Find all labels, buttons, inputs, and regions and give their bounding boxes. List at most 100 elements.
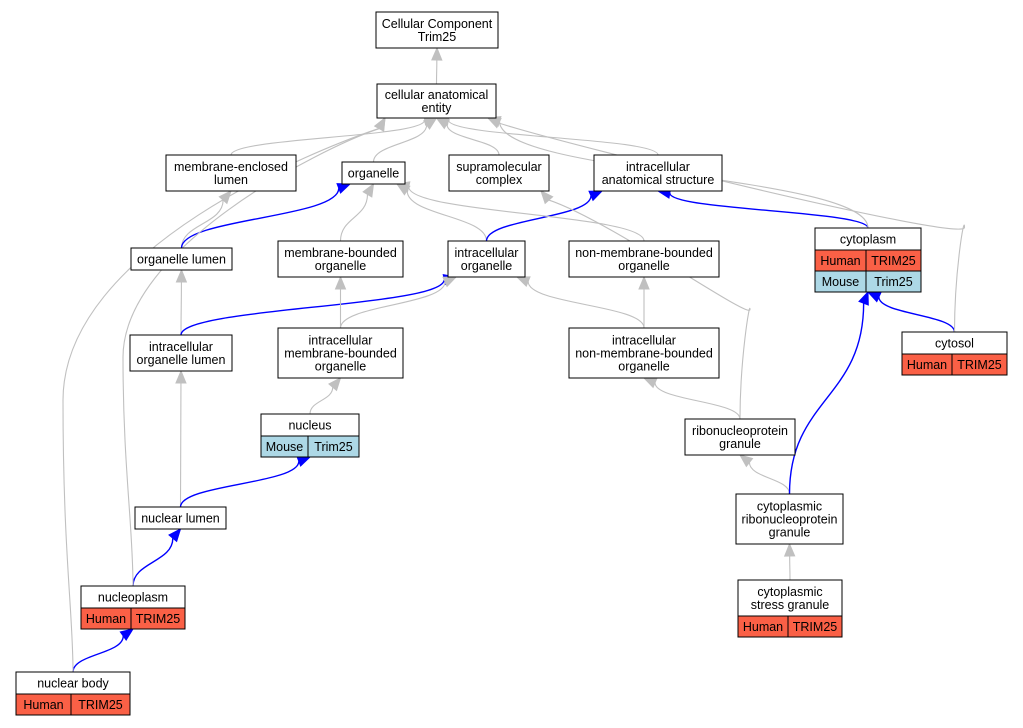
node-label-line: entity xyxy=(422,101,453,115)
species-label: Human xyxy=(86,612,126,626)
edge-mbo-to-org xyxy=(339,194,369,242)
species-label: Human xyxy=(907,358,947,372)
edge-arrowhead xyxy=(642,377,658,389)
node-label-line: organelle xyxy=(461,259,512,273)
edge-arrowhead xyxy=(515,276,531,287)
node-label-line: nucleus xyxy=(288,419,331,433)
gene-label: TRIM25 xyxy=(871,254,916,268)
edge-arrowhead xyxy=(858,290,869,306)
node-org[interactable]: organelle xyxy=(341,161,406,185)
node-label-line: organelle xyxy=(348,167,399,181)
node-label-line: cytoplasm xyxy=(840,233,896,247)
edge-rnp-to-smc xyxy=(548,199,751,420)
node-label-line: nuclear lumen xyxy=(141,512,220,526)
node-box xyxy=(684,418,796,456)
edge-cytosol-to-cae xyxy=(498,122,966,333)
node-label-line: intracellular xyxy=(149,340,213,354)
edge-arrowhead xyxy=(738,454,754,468)
node-label-line: anatomical structure xyxy=(602,173,715,187)
node-box xyxy=(375,11,499,49)
node-label-line: intracellular xyxy=(626,160,690,174)
node-label-line: complex xyxy=(476,173,523,187)
edge-arrowhead xyxy=(783,542,796,557)
node-box xyxy=(129,334,233,372)
edge-arrowhead xyxy=(334,275,347,290)
edge-io-to-org xyxy=(406,190,488,242)
node-label-line: supramolecular xyxy=(456,160,541,174)
gene-label: TRIM25 xyxy=(793,620,838,634)
node-label-line: nuclear body xyxy=(37,677,109,691)
gene-cell xyxy=(951,353,1008,376)
node-label-line: organelle lumen xyxy=(137,353,226,367)
species-label: Human xyxy=(820,254,860,268)
node-box xyxy=(130,247,233,271)
edge-ol-to-mel xyxy=(180,200,224,249)
node-label-line: membrane-enclosed xyxy=(174,160,288,174)
edge-arrowhead xyxy=(175,369,187,384)
gene-label: TRIM25 xyxy=(78,698,123,712)
node-box xyxy=(376,83,497,119)
edge-arrowhead xyxy=(638,275,650,290)
edge-arrowhead xyxy=(373,116,386,132)
node-label-line: granule xyxy=(719,437,761,451)
node-label-line: organelle xyxy=(315,360,366,374)
gene-cell xyxy=(307,435,360,458)
node-label-line: lumen xyxy=(214,173,248,187)
node-label-line: cytoplasmic xyxy=(757,500,822,514)
node-inmbo[interactable]: intracellularnon-membrane-boundedorganel… xyxy=(568,327,720,379)
node-label-line: organelle xyxy=(315,259,366,273)
node-label-line: ribonucleoprotein xyxy=(692,424,788,438)
edge-iol-to-io xyxy=(180,279,445,336)
node-box xyxy=(277,327,404,379)
edge-smc-to-cae xyxy=(446,123,500,156)
edge-io-to-ias xyxy=(485,195,592,242)
node-box xyxy=(568,327,720,379)
species-label: Human xyxy=(23,698,63,712)
edge-arrowhead xyxy=(119,628,135,641)
node-box xyxy=(134,506,227,530)
edge-cyto-to-ias xyxy=(669,192,869,229)
node-label-line: cytosol xyxy=(935,337,974,351)
node-box xyxy=(568,240,720,278)
edge-np-to-nl xyxy=(132,538,174,587)
node-label-line: nucleoplasm xyxy=(98,591,168,605)
node-label-line: organelle lumen xyxy=(137,253,226,267)
edge-arrowhead xyxy=(422,117,438,130)
node-label-line: organelle xyxy=(618,360,669,374)
node-box xyxy=(341,161,406,185)
node-nl[interactable]: nuclear lumen xyxy=(134,506,227,530)
node-ol[interactable]: organelle lumen xyxy=(130,247,233,271)
species-label: Mouse xyxy=(822,275,860,289)
edge-arrowhead xyxy=(328,377,342,392)
node-label-line: cellular anatomical xyxy=(385,88,489,102)
edge-imbo-to-io xyxy=(339,281,446,329)
node-label-line: intracellular xyxy=(309,334,373,348)
node-label-line: stress granule xyxy=(751,598,830,612)
edge-nuc-to-imbo xyxy=(309,387,334,415)
node-label-line: non-membrane-bounded xyxy=(575,246,713,260)
gene-label: TRIM25 xyxy=(957,358,1002,372)
edge-np-to-cae xyxy=(122,128,380,587)
gene-cell xyxy=(865,270,922,293)
node-label-line: cytoplasmic xyxy=(757,585,822,599)
